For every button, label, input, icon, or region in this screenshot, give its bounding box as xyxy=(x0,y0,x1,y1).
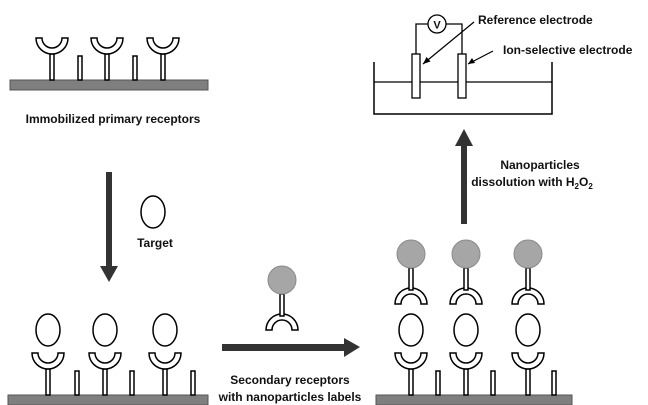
label-dissolution-o: O xyxy=(579,175,588,189)
label-dissolution-2: dissolution with H2O2 xyxy=(471,175,593,191)
panel-sandwich xyxy=(375,239,573,405)
label-dissolution-sub2: 2 xyxy=(588,182,593,191)
voltmeter xyxy=(427,14,447,34)
label-dissolution-sub1: 2 xyxy=(575,182,580,191)
wire-right xyxy=(446,23,463,54)
panel-bound-target xyxy=(7,313,209,405)
label-ion-selective-electrode: Ion-selective electrode xyxy=(503,43,633,57)
arrow-up xyxy=(455,129,473,224)
substrate xyxy=(7,394,209,405)
target-molecule: Target xyxy=(137,195,173,250)
label-secondary-2: with nanoparticles labels xyxy=(218,390,362,404)
substrate xyxy=(9,79,209,91)
label-target: Target xyxy=(137,236,173,250)
label-immobilized: Immobilized primary receptors xyxy=(26,112,201,126)
beaker xyxy=(373,62,553,115)
spacer-post xyxy=(132,55,138,81)
label-secondary-1: Secondary receptors xyxy=(230,373,350,387)
reference-electrode xyxy=(411,53,421,99)
primary-receptor xyxy=(90,37,124,81)
arrow-down xyxy=(100,172,118,282)
arrow-right xyxy=(222,338,360,357)
spacer-post xyxy=(77,55,83,81)
voltmeter-label: V xyxy=(433,20,441,32)
pointer-reference xyxy=(422,21,475,65)
secondary-receptor-icon xyxy=(265,265,299,331)
primary-receptor xyxy=(146,37,180,81)
electrochemical-cell: V Reference electrode Ion-selective elec… xyxy=(373,13,633,115)
wire-left xyxy=(415,23,428,54)
label-reference-electrode: Reference electrode xyxy=(478,13,593,27)
panel-immobilized: Immobilized primary receptors xyxy=(9,37,209,126)
label-dissolution-1: Nanoparticles xyxy=(500,158,580,172)
label-dissolution-text: dissolution with H xyxy=(471,175,574,189)
substrate xyxy=(375,394,573,405)
primary-receptor xyxy=(35,37,69,81)
ion-selective-electrode xyxy=(457,53,467,99)
